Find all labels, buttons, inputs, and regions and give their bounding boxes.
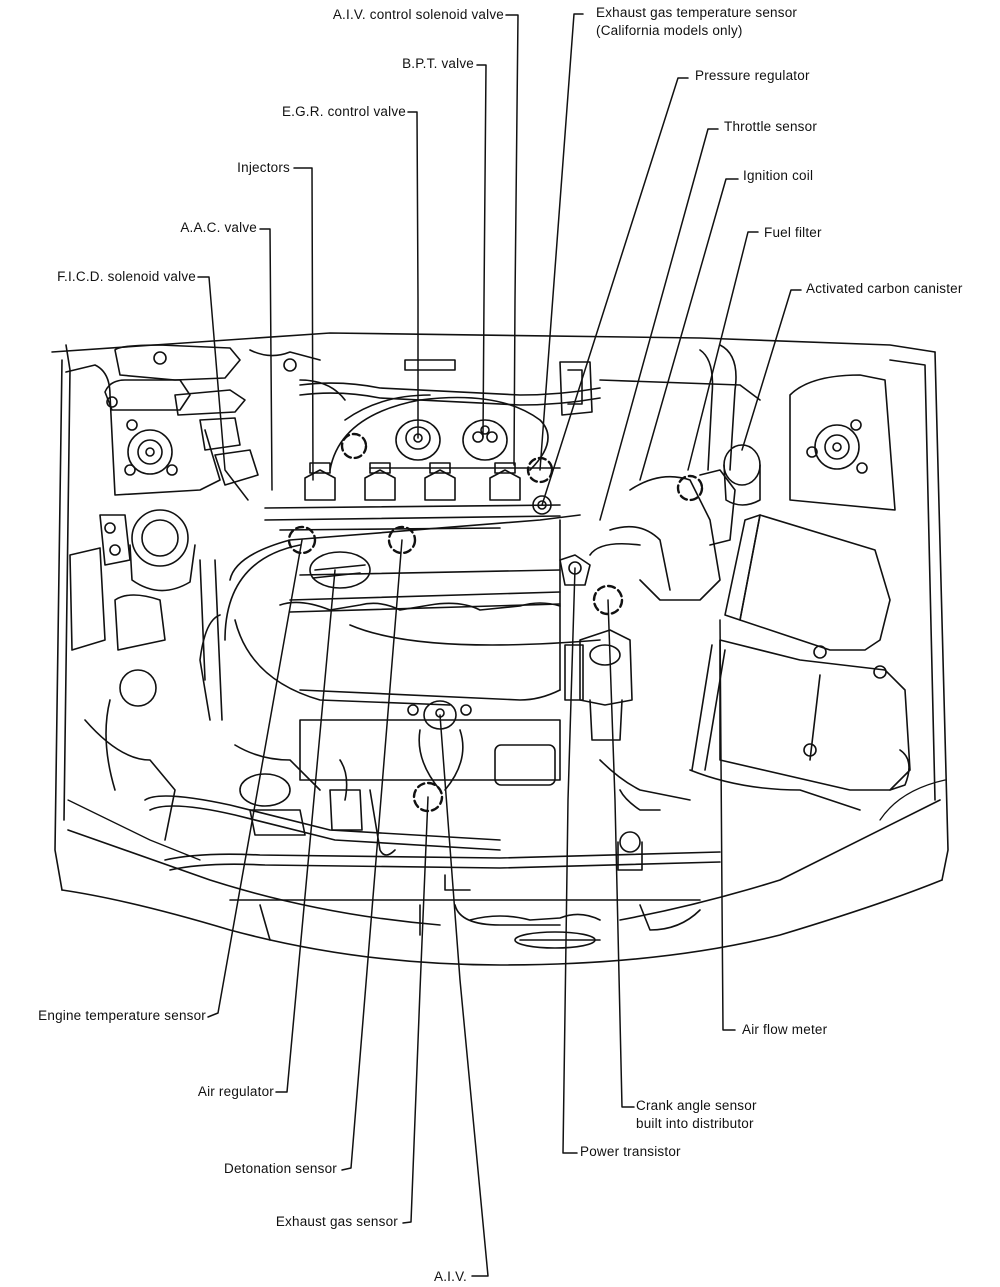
leader-engine-temperature-sensor — [207, 539, 303, 1018]
label-exhaust-gas-temperature-sensor: Exhaust gas temperature sensor (Californ… — [596, 4, 797, 40]
throttle-body-intake — [589, 444, 761, 601]
leader-fuel-filter — [687, 231, 759, 471]
label-aiv: A.I.V. — [434, 1269, 467, 1284]
leader-injectors — [293, 167, 314, 481]
leader-power-transistor — [562, 567, 578, 1154]
label-egr-control-valve: E.G.R. control valve — [281, 104, 406, 119]
marker-detonation-sensor — [387, 525, 417, 555]
leader-air-regulator — [275, 569, 336, 1093]
leader-ficd-solenoid-valve — [197, 276, 249, 501]
label-ficd-solenoid-valve: F.I.C.D. solenoid valve — [57, 269, 196, 284]
label-exhaust-gas-temperature-sensor-line1: Exhaust gas temperature sensor — [596, 5, 798, 20]
label-ignition-coil: Ignition coil — [743, 168, 814, 183]
leader-aiv-control-solenoid-valve — [505, 14, 519, 466]
label-injectors: Injectors — [237, 160, 290, 175]
label-bpt-valve: B.P.T. valve — [402, 56, 474, 71]
marker-exhaust-gas-temperature-sensor — [526, 456, 554, 484]
left-upper-components — [114, 344, 346, 486]
marker-ignition-coil — [676, 474, 704, 502]
right-strut-tower — [789, 374, 896, 511]
engine-top — [264, 394, 561, 531]
label-exhaust-gas-temperature-sensor-line2: (California models only) — [596, 23, 743, 38]
label-crank-angle-sensor: Crank angle sensor built into distributo… — [636, 1097, 757, 1133]
leader-exhaust-gas-sensor — [402, 796, 429, 1224]
label-detonation-sensor: Detonation sensor — [224, 1161, 337, 1176]
fuel-rail-and-wires — [199, 514, 601, 721]
leader-air-flow-meter — [719, 619, 736, 1031]
leader-throttle-sensor — [599, 128, 719, 521]
left-fender-hardware — [69, 547, 501, 851]
radiator-support — [229, 899, 701, 949]
marker-engine-temperature-sensor — [287, 525, 317, 555]
label-aiv-control-solenoid-valve: A.I.V. control solenoid valve — [332, 7, 504, 22]
leader-lines — [197, 13, 802, 1277]
leader-aac-valve — [259, 228, 273, 491]
label-air-flow-meter: Air flow meter — [742, 1022, 828, 1037]
lower-engine — [164, 700, 721, 891]
label-crank-angle-sensor-line2: built into distributor — [636, 1116, 754, 1131]
leader-pressure-regulator — [541, 77, 689, 506]
label-fuel-filter: Fuel filter — [764, 225, 822, 240]
leader-detonation-sensor — [341, 539, 403, 1171]
label-engine-temperature-sensor: Engine temperature sensor — [38, 1008, 206, 1023]
cowl-hoses — [299, 344, 761, 471]
leader-aiv — [439, 714, 489, 1277]
label-pressure-regulator: Pressure regulator — [695, 68, 810, 83]
label-crank-angle-sensor-line1: Crank angle sensor — [636, 1098, 757, 1113]
label-aac-valve: A.A.C. valve — [180, 220, 257, 235]
label-air-regulator: Air regulator — [197, 1084, 274, 1099]
leader-exhaust-gas-temperature-sensor — [539, 13, 584, 471]
label-throttle-sensor: Throttle sensor — [724, 119, 818, 134]
label-power-transistor: Power transistor — [580, 1144, 681, 1159]
label-activated-carbon-canister: Activated carbon canister — [806, 281, 963, 296]
label-exhaust-gas-sensor: Exhaust gas sensor — [275, 1214, 398, 1229]
body-outline — [51, 332, 949, 966]
left-strut-tower — [65, 364, 221, 496]
air-cleaner-box — [689, 514, 911, 811]
leader-ignition-coil — [639, 178, 739, 481]
distributor-area — [559, 554, 633, 741]
marker-aiv-control-solenoid-valve — [340, 432, 368, 460]
leader-activated-carbon-canister — [741, 289, 802, 451]
leader-egr-control-valve — [407, 111, 419, 439]
leader-crank-angle-sensor — [607, 599, 635, 1108]
leader-bpt-valve — [476, 64, 487, 438]
brake-reservoir — [99, 509, 196, 592]
